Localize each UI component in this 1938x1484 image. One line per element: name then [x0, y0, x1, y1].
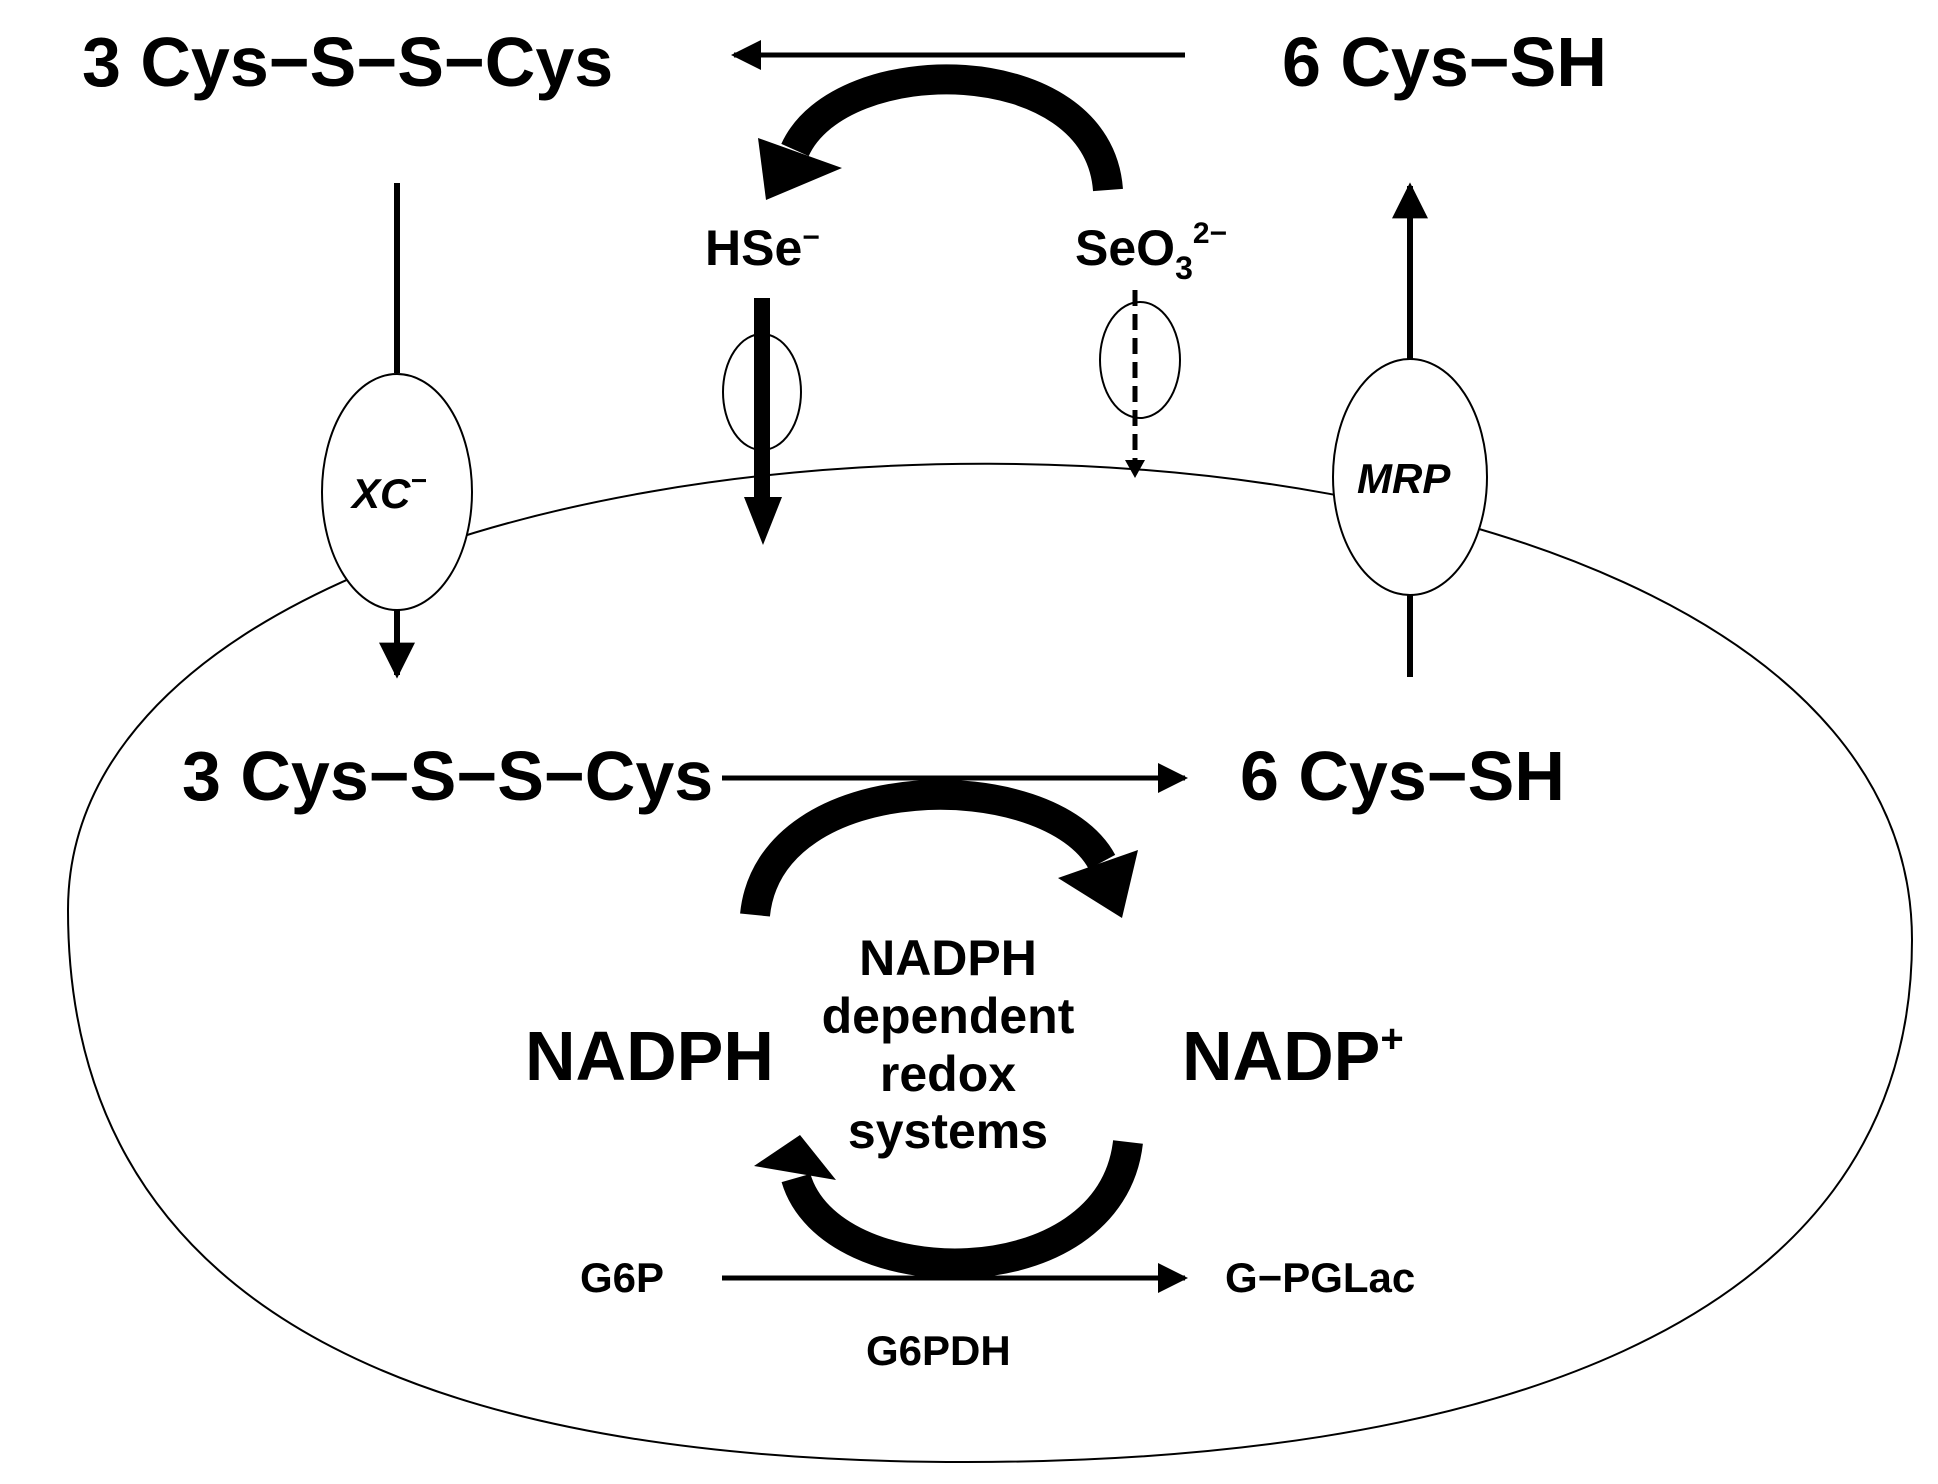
gpglac-label: G−PGLac	[1225, 1254, 1415, 1301]
nadp-plus-label: NADP+	[1182, 1017, 1404, 1095]
selenite-channel	[1099, 290, 1181, 478]
selenite-channel-ellipse	[1099, 301, 1181, 419]
extracellular-cysteine-label: 6 Cys−SH	[1282, 23, 1607, 101]
nadph-label: NADPH	[525, 1017, 774, 1095]
mrp-transporter-label: MRP	[1357, 455, 1451, 502]
redox-line-3: redox	[880, 1046, 1016, 1102]
redox-line-4: systems	[848, 1103, 1048, 1159]
selenite-reduction-curved-arrow	[758, 64, 1123, 200]
selenite-label: SeO32−	[1075, 217, 1227, 286]
redox-systems-label: NADPH dependent redox systems	[822, 930, 1075, 1159]
selenite-inflow-arrowhead	[1125, 460, 1145, 478]
hse-label: HSe−	[705, 220, 820, 276]
xc-transporter: XC−	[321, 183, 473, 679]
cell-membrane	[66, 462, 1914, 1464]
nadph-oxidation-curved-arrow	[740, 779, 1138, 918]
extracellular-cystine-label: 3 Cys−S−S−Cys	[82, 23, 613, 101]
mrp-transporter: MRP	[1332, 182, 1488, 677]
nadp-reduction-curved-arrow	[754, 1135, 1143, 1279]
g6pdh-enzyme-label: G6PDH	[866, 1327, 1011, 1374]
cell	[66, 462, 1914, 1464]
hse-inflow-arrowhead	[744, 497, 782, 545]
g6p-label: G6P	[580, 1254, 664, 1301]
redox-line-2: dependent	[822, 988, 1075, 1044]
intracellular-cysteine-label: 6 Cys−SH	[1240, 737, 1565, 815]
redox-line-1: NADPH	[859, 930, 1037, 986]
xc-transporter-label: XC−	[350, 465, 427, 517]
intracellular-cystine-label: 3 Cys−S−S−Cys	[182, 737, 713, 815]
hse-channel	[722, 298, 802, 545]
